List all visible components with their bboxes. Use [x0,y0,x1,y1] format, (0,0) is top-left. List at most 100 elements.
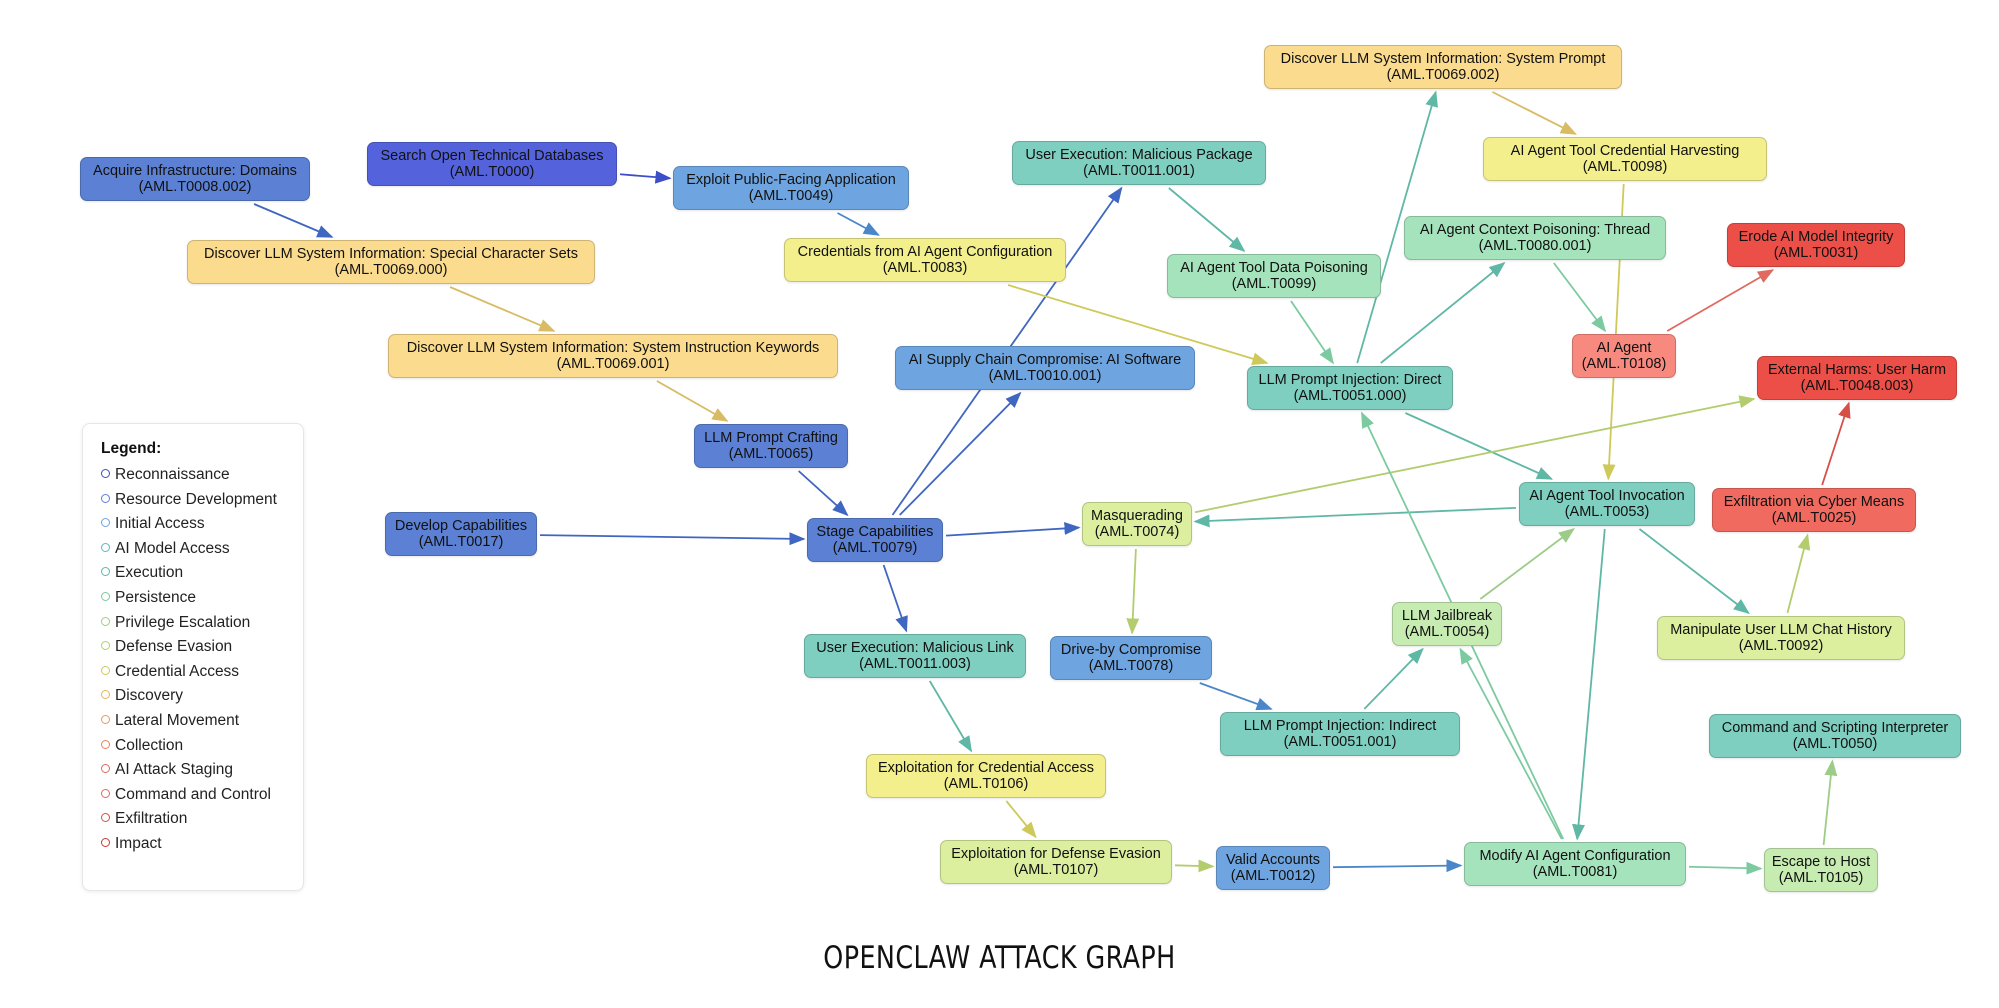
node-develop-caps[interactable]: Develop Capabilities(AML.T0017) [385,512,537,556]
node-label: Drive-by Compromise [1060,642,1202,658]
node-code: (AML.T0083) [882,260,968,276]
node-code: (AML.T0025) [1771,510,1857,526]
node-user-exec-pkg[interactable]: User Execution: Malicious Package(AML.T0… [1012,141,1266,185]
node-cmd-scripting[interactable]: Command and Scripting Interpreter(AML.T0… [1709,714,1961,758]
edge-tool_invocation-to-masquerading [1193,506,1517,528]
node-prompt-inj-indirect[interactable]: LLM Prompt Injection: Indirect(AML.T0051… [1220,712,1460,756]
legend-marker-icon [101,567,110,577]
node-stage-caps[interactable]: Stage Capabilities(AML.T0079) [807,518,943,562]
node-jailbreak[interactable]: LLM Jailbreak(AML.T0054) [1392,602,1502,646]
node-driveby[interactable]: Drive-by Compromise(AML.T0078) [1050,636,1212,680]
node-code: (AML.T0008.002) [138,179,252,195]
edge-stage_caps-to-masquerading [945,521,1081,537]
edge-special_chars-to-sys_keywords [449,286,556,332]
node-code: (AML.T0051.001) [1283,734,1397,750]
node-label: Modify AI Agent Configuration [1479,848,1671,864]
legend-item: Persistence [101,586,303,611]
legend-label: Initial Access [115,515,205,533]
legend-label: Lateral Movement [115,711,240,729]
legend-label: Execution [115,564,184,582]
legend-label: Reconnaissance [115,466,230,483]
node-code: (AML.T0017) [418,534,504,550]
node-exploit-public[interactable]: Exploit Public-Facing Application(AML.T0… [673,166,909,210]
edge-tool_data_poison-to-prompt_inj_direct [1290,300,1334,365]
edge-tool_invocation-to-manipulate_chat [1638,528,1750,614]
node-label: Exploitation for Defense Evasion [951,846,1161,862]
node-label: Valid Accounts [1225,852,1321,868]
node-label: LLM Jailbreak [1401,608,1493,624]
edge-user_exec_link-to-exploit_cred_access [929,680,973,753]
node-exploit-def-evasion[interactable]: Exploitation for Defense Evasion(AML.T01… [940,840,1172,884]
node-search-open[interactable]: Search Open Technical Databases(AML.T000… [367,142,617,186]
legend-item: Collection [101,734,303,759]
node-tool-cred-harvest[interactable]: AI Agent Tool Credential Harvesting(AML.… [1483,137,1767,181]
legend-marker-icon [101,739,110,749]
node-sys-prompt[interactable]: Discover LLM System Information: System … [1264,45,1622,89]
edge-exfil_cyber-to-external_harms [1821,401,1851,486]
legend-label: Persistence [115,588,196,606]
node-code: (AML.T0049) [748,188,834,204]
node-code: (AML.T0080.001) [1478,238,1592,254]
node-label: Discover LLM System Information: System … [1280,51,1606,67]
node-code: (AML.T0107) [1013,862,1099,878]
node-modify-agent-config[interactable]: Modify AI Agent Configuration(AML.T0081) [1464,842,1686,886]
legend-label: Privilege Escalation [115,613,251,631]
legend-item: AI Attack Staging [101,758,303,783]
node-code: (AML.T0099) [1231,276,1317,292]
node-prompt-inj-direct[interactable]: LLM Prompt Injection: Direct(AML.T0051.0… [1247,366,1453,410]
legend-label: Defense Evasion [115,638,233,656]
node-escape-host[interactable]: Escape to Host(AML.T0105) [1764,848,1878,892]
edge-exploit_def_evasion-to-valid_accounts [1174,859,1215,873]
node-user-exec-link[interactable]: User Execution: Malicious Link(AML.T0011… [804,634,1026,678]
edge-exploit_cred_access-to-exploit_def_evasion [1005,800,1037,839]
node-label: Command and Scripting Interpreter [1721,720,1949,736]
legend-marker-icon [101,591,110,601]
legend-label: Credential Access [115,662,240,680]
edge-manipulate_chat-to-exfil_cyber [1786,533,1811,614]
edge-sys_keywords-to-prompt_crafting [656,380,729,422]
node-special-chars[interactable]: Discover LLM System Information: Special… [187,240,595,284]
node-label: Stage Capabilities [816,524,934,540]
node-exfil-cyber[interactable]: Exfiltration via Cyber Means(AML.T0025) [1712,488,1916,532]
node-creds-agent-config[interactable]: Credentials from AI Agent Configuration(… [784,238,1066,282]
edge-stage_caps-to-supply_chain [899,391,1022,516]
node-code: (AML.T0054) [1404,624,1490,640]
node-ai-agent[interactable]: AI Agent(AML.T0108) [1572,334,1676,378]
node-exploit-cred-access[interactable]: Exploitation for Credential Access(AML.T… [866,754,1106,798]
node-label: Escape to Host [1771,854,1871,870]
legend-marker-icon [101,813,110,823]
edge-creds_agent_config-to-prompt_inj_direct [1007,284,1269,366]
node-tool-invocation[interactable]: AI Agent Tool Invocation(AML.T0053) [1519,482,1695,526]
node-valid-accounts[interactable]: Valid Accounts(AML.T0012) [1216,846,1330,890]
edge-search_open-to-exploit_public [619,170,672,184]
node-label: AI Agent Tool Invocation [1529,488,1685,504]
edge-valid_accounts-to-modify_agent_config [1332,859,1463,873]
node-label: AI Agent Context Poisoning: Thread [1419,222,1651,238]
node-acquire-domains[interactable]: Acquire Infrastructure: Domains(AML.T000… [80,157,310,201]
edge-exploit_public-to-creds_agent_config [837,212,880,236]
node-label: Masquerading [1091,508,1183,524]
node-label: LLM Prompt Crafting [704,430,838,446]
node-supply-chain[interactable]: AI Supply Chain Compromise: AI Software(… [895,346,1195,390]
node-label: Acquire Infrastructure: Domains [93,163,297,179]
legend-item: Resource Development [101,488,303,513]
legend-title: Legend: [101,440,162,457]
legend-label: Command and Control [115,785,271,803]
node-label: Discover LLM System Information: System … [406,340,820,356]
node-masquerading[interactable]: Masquerading(AML.T0074) [1082,502,1192,546]
legend-label: Resource Development [115,490,277,508]
node-external-harms[interactable]: External Harms: User Harm(AML.T0048.003) [1757,356,1957,400]
node-label: Erode AI Model Integrity [1738,229,1894,245]
node-code: (AML.T0053) [1564,504,1650,520]
node-tool-data-poison[interactable]: AI Agent Tool Data Poisoning(AML.T0099) [1167,254,1381,298]
diagram-caption: OPENCLAW ATTACK GRAPH [823,940,1176,976]
node-prompt-crafting[interactable]: LLM Prompt Crafting(AML.T0065) [694,424,848,468]
node-erode-integrity[interactable]: Erode AI Model Integrity(AML.T0031) [1727,223,1905,267]
node-manipulate-chat[interactable]: Manipulate User LLM Chat History(AML.T00… [1657,616,1905,660]
node-ctx-poison-thread[interactable]: AI Agent Context Poisoning: Thread(AML.T… [1404,216,1666,260]
node-sys-keywords[interactable]: Discover LLM System Information: System … [388,334,838,378]
node-code: (AML.T0011.003) [859,656,971,672]
